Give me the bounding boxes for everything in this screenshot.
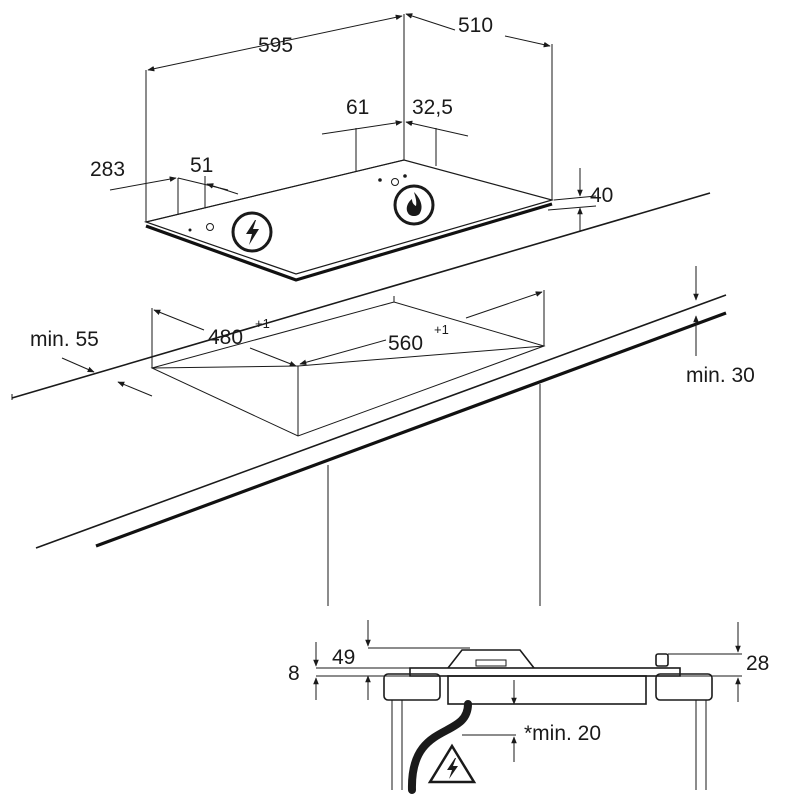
dim-49-label: 49 <box>332 646 355 669</box>
dim-480: 480 +1 <box>153 309 297 367</box>
dim-49: 49 <box>332 620 470 700</box>
dim-283: 283 <box>90 158 177 191</box>
dim-480-label: 480 <box>208 326 243 349</box>
dim-595-label: 595 <box>258 34 293 57</box>
dim-510: 510 <box>405 13 551 48</box>
worktop-cutout <box>150 290 546 437</box>
dim-595: 595 <box>147 14 403 72</box>
dim-8: 8 <box>288 642 412 700</box>
dim-32-5-label: 32,5 <box>412 96 453 119</box>
dim-283-label: 283 <box>90 158 125 181</box>
section-view <box>383 649 713 794</box>
dim-40: 40 <box>547 168 613 232</box>
dim-40-label: 40 <box>590 184 613 207</box>
electrical-hazard-icon <box>427 743 477 784</box>
dim-min-20: *min. 20 <box>511 680 601 762</box>
dim-28-label: 28 <box>746 652 769 675</box>
hob-front-edge <box>145 202 553 282</box>
dim-min-30: min. 30 <box>686 266 755 387</box>
dim-560-tolerance: +1 <box>434 322 449 337</box>
dim-560-label: 560 <box>388 332 423 355</box>
lightning-warning-icon <box>231 211 273 253</box>
dim-min-20-label: *min. 20 <box>524 722 601 745</box>
dim-61: 61 <box>321 96 403 135</box>
dim-8-label: 8 <box>288 662 300 685</box>
dim-51-label: 51 <box>190 154 213 177</box>
dim-51: 51 <box>190 154 239 195</box>
hob-top-view <box>143 159 555 282</box>
dim-28: 28 <box>668 622 769 702</box>
flame-icon <box>393 184 435 226</box>
worktop <box>11 192 727 606</box>
dim-min-30-label: min. 30 <box>686 364 755 387</box>
dim-61-label: 61 <box>346 96 369 119</box>
dim-min-55-label: min. 55 <box>30 328 99 351</box>
dim-560: 560 +1 <box>299 291 543 366</box>
dim-min-55: min. 55 <box>30 328 153 397</box>
dim-510-label: 510 <box>458 14 493 37</box>
dim-32-5: 32,5 <box>405 96 469 137</box>
dim-480-tolerance: +1 <box>255 316 270 331</box>
